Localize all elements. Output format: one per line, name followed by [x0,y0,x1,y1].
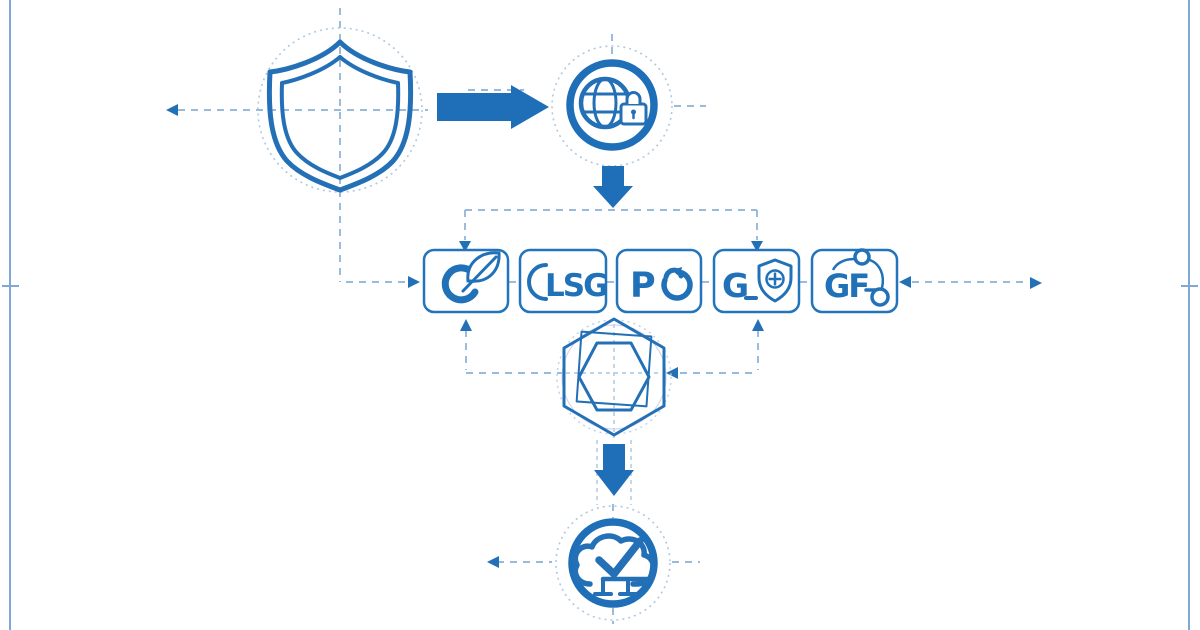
p-loop-logo: P [630,266,693,306]
hexagon-thin-circle [561,324,667,430]
molecule-arc-left [831,257,855,271]
shield-plus-circle [765,269,785,289]
cloud-check-icon [572,533,657,596]
p-logo-text: P [630,266,655,306]
cloud-dotted-circle [555,505,671,621]
leaf-stem [461,255,498,293]
g-shield-plus-logo: G [722,258,793,305]
globe-lock-icon [578,76,648,130]
dashed-guides [178,8,1028,624]
hexagon-node [562,317,666,437]
c-leaf-logo [441,251,501,304]
loop-arrowhead [672,267,682,277]
arrowhead-down-badge1 [459,241,471,252]
lsg-logo-text: LSG [545,268,607,304]
arrow-shield-to-globe [437,85,549,129]
lsg-paren-arc [527,263,548,301]
arrowhead-into-badge5 [899,276,911,288]
molecule-arc-right [869,258,885,289]
molecule-node-top [853,248,871,266]
guide-arrowheads [166,104,1042,568]
hexagon-outer [562,317,666,437]
lsg-logo: LSG [527,263,609,304]
shield-inner-outline [279,55,401,180]
flow-arrows [437,85,634,496]
globe-lock-node [566,59,658,151]
cloud-check-node [568,518,658,608]
arrowhead-into-hexagon [666,367,678,379]
cloud-stand-legs [601,579,630,596]
badge-card-4 [712,248,801,314]
lock-shackle [625,91,642,106]
arrow-hexagon-to-cloud [594,444,634,496]
arrowhead-down-badge4 [751,241,763,252]
loop-arrow-icon [661,269,693,301]
arrowhead-up-badge4 [752,319,764,331]
c-letter-arc [441,264,479,304]
gf-logo-text: GF [824,267,868,305]
hexagon-square [575,330,653,408]
hexagon-dotted-circle [556,319,672,435]
badge-row: LSG P G GF [422,248,899,314]
globe-meridian [592,77,618,129]
arrowhead-into-badge1 [408,276,420,288]
arrowhead-right-edge [1030,277,1042,289]
arrowhead-left-edge [166,104,178,116]
arrowhead-up-badge1 [460,319,472,331]
globe-dotted-circle [551,45,673,167]
shield-plus-cross [768,272,782,286]
hexagon-inner [577,341,651,412]
arrowhead-cloud-left [487,556,499,568]
molecule-node-bottom [870,287,890,307]
shield-dotted-circle [257,27,423,193]
shield-node [266,39,414,193]
construction-circles [257,27,673,621]
gf-molecule-logo: GF [824,248,890,307]
arrow-globe-to-badges [593,166,633,208]
lock-icon [619,91,648,126]
shield-outline-icon [266,39,414,193]
g-logo-text: G [722,266,747,305]
shield-plus-icon [757,258,793,303]
check-mark [595,537,644,578]
